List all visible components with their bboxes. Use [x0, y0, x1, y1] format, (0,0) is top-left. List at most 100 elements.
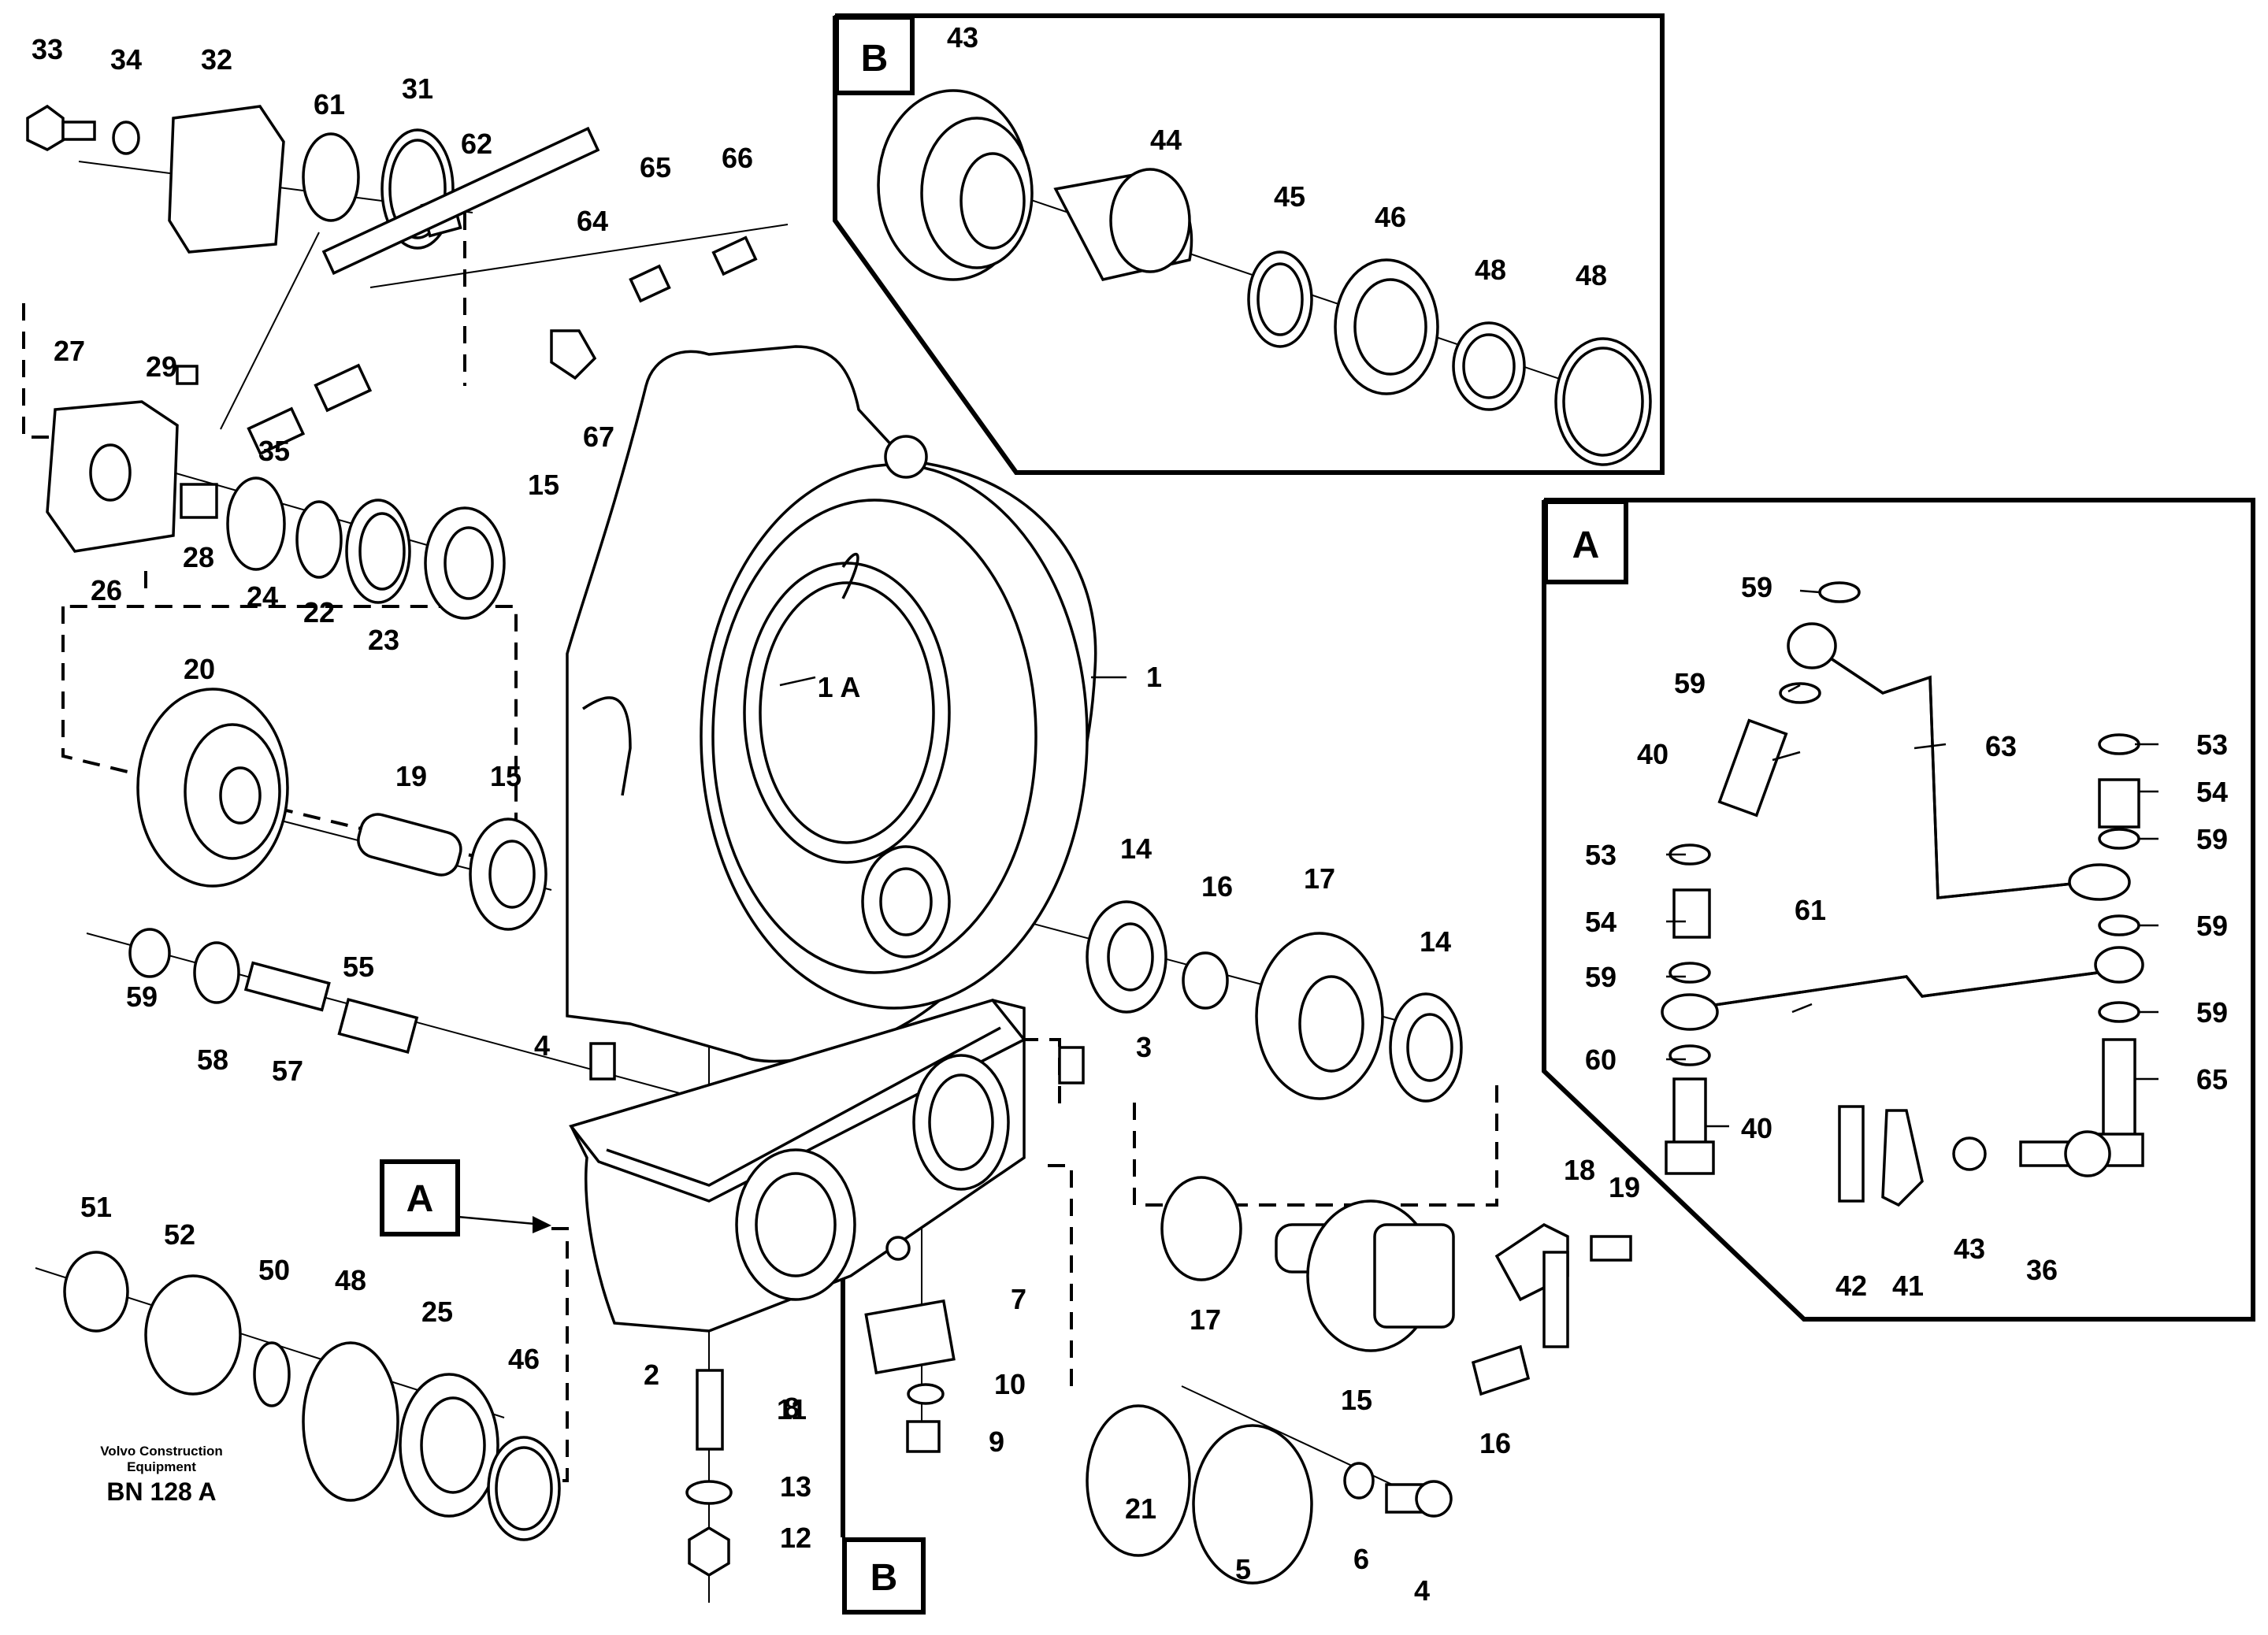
part-label: 40 — [1741, 1112, 1772, 1144]
lower-housing — [569, 998, 1026, 1333]
part-label: 19 — [395, 760, 427, 792]
part-label: 16 — [1201, 870, 1233, 903]
center-parts — [176, 126, 1632, 1585]
part-label: 43 — [947, 21, 978, 54]
part-label: 36 — [2026, 1254, 2058, 1286]
part-label: 11 — [777, 1393, 807, 1426]
part-label: 32 — [201, 43, 232, 76]
part-label: 27 — [54, 335, 85, 367]
part-label: 24 — [247, 580, 278, 613]
part-label: 17 — [1190, 1303, 1221, 1336]
part-label: 48 — [335, 1264, 366, 1296]
part-label: 64 — [577, 205, 608, 237]
part-label: 28 — [183, 541, 214, 573]
pointer-a: A — [380, 1159, 551, 1236]
part-label: 14 — [1120, 832, 1152, 865]
part-label: 21 — [1125, 1492, 1156, 1525]
part-label: 66 — [722, 142, 753, 174]
part-label: 5 — [1235, 1553, 1251, 1585]
part-label: 53 — [1585, 839, 1617, 871]
part-label: 65 — [2196, 1063, 2228, 1096]
part-label: 59 — [2196, 910, 2228, 942]
part-label: 54 — [2196, 776, 2228, 808]
part-label: 62 — [461, 128, 492, 160]
detail-a-label: A — [1572, 525, 1600, 566]
part-label: 48 — [1576, 259, 1607, 291]
leader-lines — [779, 589, 2158, 1128]
part-label: 59 — [1585, 961, 1617, 993]
part-label: 44 — [1150, 124, 1182, 156]
part-label: 29 — [146, 350, 177, 383]
part-label: 4 — [534, 1029, 550, 1062]
part-label: 13 — [780, 1470, 811, 1503]
part-label: 2 — [644, 1359, 659, 1391]
part-label: 67 — [583, 421, 614, 453]
part-label: 10 — [994, 1368, 1026, 1400]
drawing-code: BN 128 A — [106, 1477, 216, 1506]
part-label: 14 — [1420, 925, 1451, 958]
drawing-credit: Volvo Construction Equipment BN 128 A — [100, 1444, 223, 1506]
part-label: 17 — [1304, 862, 1335, 895]
part-label: 22 — [303, 596, 335, 628]
gear-housing — [566, 345, 1097, 1063]
part-labels: 33 34 32 61 31 62 65 66 64 67 27 29 35 2… — [32, 21, 2228, 1607]
part-label: 59 — [2196, 823, 2228, 855]
part-label: 54 — [1585, 906, 1617, 938]
part-label: 51 — [80, 1191, 112, 1223]
part-label: 46 — [1375, 201, 1406, 233]
part-label: 53 — [2196, 729, 2228, 761]
detail-b-parts — [877, 89, 1652, 466]
part-label: 34 — [110, 43, 142, 76]
part-label: 8 — [784, 1392, 800, 1424]
part-label: 23 — [368, 624, 399, 656]
part-label: 1 — [1146, 661, 1162, 693]
part-label: 65 — [640, 151, 671, 184]
part-label: 42 — [1836, 1270, 1867, 1302]
part-label: 58 — [197, 1044, 228, 1076]
detail-a-parts — [1661, 581, 2144, 1207]
part-label: 19 — [1609, 1171, 1640, 1203]
part-label: 33 — [32, 33, 63, 65]
part-label: 40 — [1637, 738, 1669, 770]
part-label: 59 — [1741, 571, 1772, 603]
part-label: 61 — [1795, 894, 1826, 926]
part-label: 12 — [780, 1522, 811, 1554]
part-label: 15 — [1341, 1384, 1372, 1416]
part-label: 20 — [184, 653, 215, 685]
credit-line-1: Volvo Construction — [100, 1444, 223, 1459]
part-label: 55 — [343, 951, 374, 983]
pointer-b-label: B — [870, 1557, 898, 1599]
part-label: 46 — [508, 1343, 540, 1375]
part-label: 63 — [1985, 730, 2017, 762]
part-label: 15 — [490, 760, 522, 792]
detail-a-frame: A — [1542, 498, 2255, 1322]
part-label: 26 — [91, 574, 122, 606]
part-label: 59 — [2196, 996, 2228, 1029]
part-label: 15 — [528, 469, 559, 501]
part-label: 61 — [314, 88, 345, 120]
detail-b-frame: B — [833, 13, 1665, 475]
part-label: 52 — [164, 1218, 195, 1251]
part-label: 50 — [258, 1254, 290, 1286]
part-label: 1 A — [818, 671, 861, 703]
part-label: 35 — [258, 435, 290, 467]
part-label: 59 — [1674, 667, 1706, 699]
part-label: 7 — [1011, 1283, 1026, 1315]
part-label: 57 — [272, 1055, 303, 1087]
part-label: 41 — [1892, 1270, 1924, 1302]
part-label: 6 — [1353, 1543, 1369, 1575]
pointer-a-label: A — [406, 1178, 434, 1220]
part-label: 9 — [989, 1426, 1004, 1458]
part-label: 43 — [1954, 1233, 1985, 1265]
part-label: 3 — [1136, 1031, 1152, 1063]
part-label: 48 — [1475, 254, 1506, 286]
detail-b-label: B — [861, 38, 889, 80]
left-parts — [26, 104, 561, 1541]
part-label: 45 — [1274, 180, 1305, 213]
part-label: 59 — [126, 981, 158, 1013]
part-label: 4 — [1414, 1574, 1430, 1607]
part-label: 25 — [421, 1296, 453, 1328]
part-label: 60 — [1585, 1044, 1617, 1076]
part-label: 16 — [1479, 1427, 1511, 1459]
